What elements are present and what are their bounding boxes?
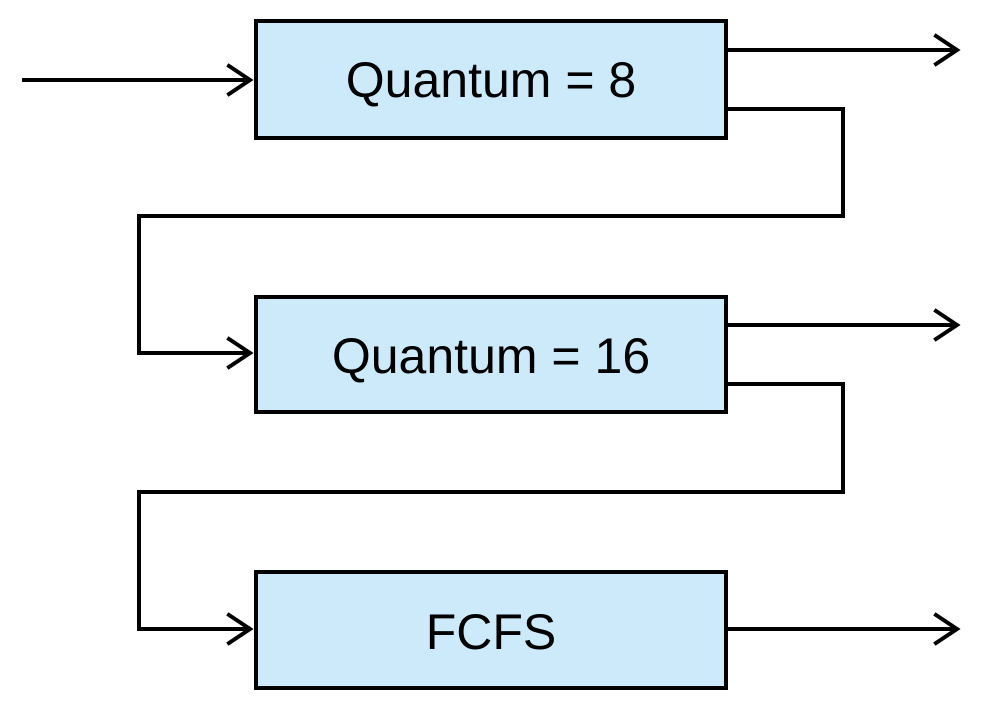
exit-arrow-2 [728, 308, 961, 342]
queue-label-2: Quantum = 16 [332, 328, 650, 384]
demotion-connector-1 [137, 107, 845, 370]
exit-arrow-1 [728, 33, 961, 67]
queue-box-3: FCFS [254, 570, 728, 690]
queue-label-1: Quantum = 8 [346, 52, 636, 108]
queue-box-2: Quantum = 16 [254, 295, 728, 414]
queue-label-3: FCFS [426, 604, 557, 660]
exit-arrow-3 [728, 612, 961, 646]
queue-box-1-rect [254, 19, 728, 140]
entry-arrow [22, 63, 254, 97]
demotion-connector-2 [137, 382, 845, 646]
queue-box-1: Quantum = 8 [254, 19, 728, 140]
queue-box-2-rect [254, 295, 728, 414]
queue-box-3-rect [254, 570, 728, 690]
